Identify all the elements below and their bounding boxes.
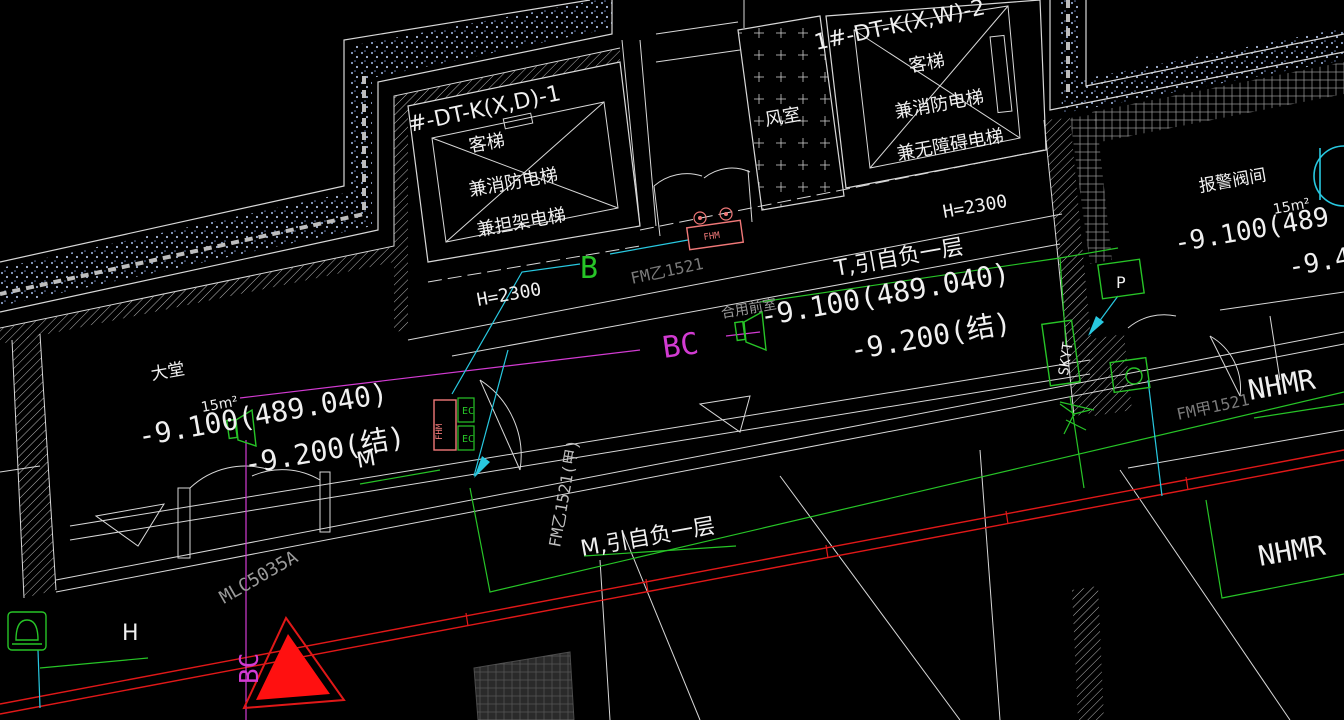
red-pipeline [0, 449, 1344, 715]
cyan-leaders [37, 239, 1163, 709]
fhm-box-upper[interactable] [685, 207, 745, 251]
sprinkler-icon-right [1313, 145, 1344, 207]
p-label: P [1116, 273, 1126, 292]
valve-symbol-green[interactable] [1109, 356, 1151, 394]
exterior-wall-left [0, 0, 621, 344]
p-symbol-box[interactable] [1097, 258, 1145, 300]
exterior-wall-right [1049, 0, 1344, 142]
fhm-upper-label: FHM [703, 231, 721, 243]
air-shaft [655, 15, 845, 211]
elevator-shaft-left [407, 39, 657, 263]
stair-wall-right [1043, 114, 1132, 417]
red-triangle-marker[interactable] [242, 616, 346, 710]
hall-area-mark: 15m² [200, 394, 239, 416]
m-letter: M [355, 446, 378, 474]
speaker-icon-corridor[interactable] [733, 310, 767, 352]
h-letter: H [122, 621, 139, 646]
cyan-arrowhead-fm [474, 456, 490, 478]
junction-mark [1059, 403, 1091, 435]
b-letter-label: B [580, 251, 598, 286]
bc-upper-label: BC [660, 326, 701, 366]
bell-icon-lower-left[interactable] [7, 611, 47, 651]
alarm-area-mark: 15m² [1272, 196, 1311, 218]
ec-top-label: EC [462, 406, 474, 417]
ec-bottom-label: EC [462, 434, 474, 445]
magenta-line [239, 331, 761, 720]
corridor-walls [0, 149, 1344, 593]
bc-lower-label: BC [235, 653, 265, 684]
skyt-label: SKYT [1056, 340, 1077, 376]
lower-structure [473, 291, 1344, 720]
cyan-arrowhead-skyt [1088, 316, 1104, 336]
skyt-box[interactable] [1041, 319, 1081, 387]
fhm-box-left[interactable] [433, 397, 475, 451]
elevator-shaft-right [743, 0, 1047, 189]
fhm-left-label: FHM [435, 423, 445, 440]
speaker-icon-hall[interactable] [225, 408, 257, 448]
green-wiring [39, 247, 1344, 669]
